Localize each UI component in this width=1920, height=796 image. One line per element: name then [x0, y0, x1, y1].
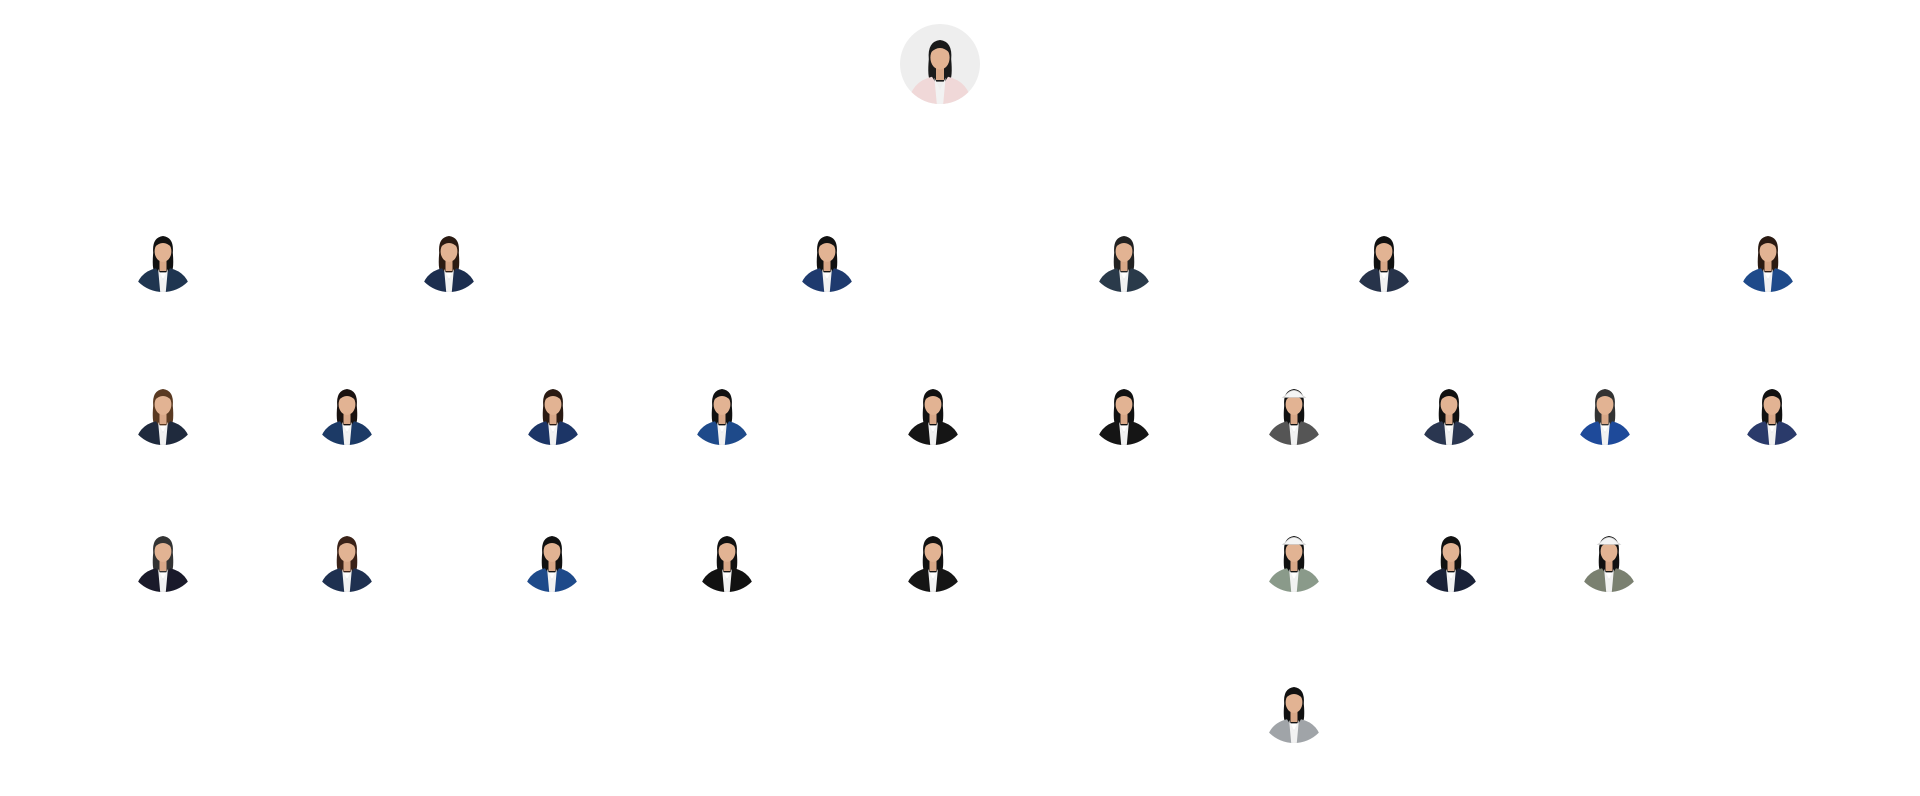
person-photo [312, 522, 382, 592]
person-photo [792, 222, 862, 292]
avatar-level3-5[interactable] [1259, 522, 1329, 592]
person-photo [1574, 522, 1644, 592]
person-photo [900, 24, 980, 104]
person-photo [1570, 375, 1640, 445]
person-photo [312, 375, 382, 445]
person-photo [128, 522, 198, 592]
person-photo [1737, 375, 1807, 445]
avatar-level0-0[interactable] [900, 24, 980, 104]
person-photo [414, 222, 484, 292]
avatar-level3-1[interactable] [312, 522, 382, 592]
avatar-level1-5[interactable] [1733, 222, 1803, 292]
avatar-level1-4[interactable] [1349, 222, 1419, 292]
person-photo [1733, 222, 1803, 292]
avatar-level2-6[interactable] [1259, 375, 1329, 445]
person-photo [1089, 375, 1159, 445]
person-photo [898, 522, 968, 592]
person-photo [517, 522, 587, 592]
avatar-level1-1[interactable] [414, 222, 484, 292]
person-photo [1414, 375, 1484, 445]
person-photo [1259, 375, 1329, 445]
avatar-level3-2[interactable] [517, 522, 587, 592]
avatar-level1-3[interactable] [1089, 222, 1159, 292]
person-photo [1349, 222, 1419, 292]
avatar-level3-0[interactable] [128, 522, 198, 592]
person-photo [518, 375, 588, 445]
avatar-level2-4[interactable] [898, 375, 968, 445]
person-photo [128, 375, 198, 445]
avatar-level2-1[interactable] [312, 375, 382, 445]
person-photo [1259, 673, 1329, 743]
avatar-level3-3[interactable] [692, 522, 762, 592]
avatar-level2-0[interactable] [128, 375, 198, 445]
person-photo [1416, 522, 1486, 592]
avatar-level2-5[interactable] [1089, 375, 1159, 445]
person-photo [692, 522, 762, 592]
avatar-level2-2[interactable] [518, 375, 588, 445]
avatar-level1-0[interactable] [128, 222, 198, 292]
avatar-level1-2[interactable] [792, 222, 862, 292]
avatar-level4-0[interactable] [1259, 673, 1329, 743]
person-photo [1259, 522, 1329, 592]
person-photo [898, 375, 968, 445]
avatar-level3-4[interactable] [898, 522, 968, 592]
avatar-level3-6[interactable] [1416, 522, 1486, 592]
person-photo [687, 375, 757, 445]
avatar-level2-8[interactable] [1570, 375, 1640, 445]
avatar-level2-7[interactable] [1414, 375, 1484, 445]
avatar-level2-3[interactable] [687, 375, 757, 445]
avatar-level3-7[interactable] [1574, 522, 1644, 592]
avatar-level2-9[interactable] [1737, 375, 1807, 445]
person-photo [128, 222, 198, 292]
person-photo [1089, 222, 1159, 292]
